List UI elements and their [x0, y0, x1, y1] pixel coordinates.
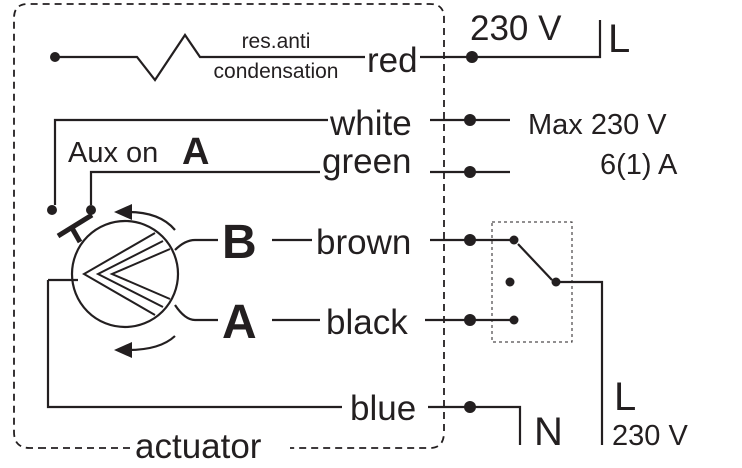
neutral-label: N	[534, 410, 563, 454]
bottom-voltage-label: 230 V	[612, 420, 688, 452]
motor-chevron-inner	[109, 248, 171, 300]
white-wire-line	[53, 118, 328, 205]
motor-to-b	[174, 238, 218, 251]
switch-contact-mid	[505, 277, 515, 287]
green-wire-label: green	[322, 142, 412, 181]
aux-switch-stem	[69, 226, 83, 244]
heater-label-line1: res.anti	[242, 30, 311, 53]
red-wire-label: red	[367, 41, 418, 80]
rotation-arrowhead-top	[114, 204, 132, 220]
direction-a-label: A	[222, 296, 257, 349]
rating-voltage-label: Max 230 V	[528, 109, 667, 141]
direction-b-label: B	[222, 216, 257, 269]
rating-current-label: 6(1) A	[600, 149, 678, 181]
switch-contact-a	[509, 315, 519, 325]
blue-wire-label: blue	[350, 389, 416, 428]
brown-wire-label: brown	[316, 223, 411, 262]
blue-wire-line	[46, 280, 342, 409]
neutral-line	[470, 405, 522, 445]
white-wire-label: white	[329, 104, 412, 143]
motor-to-a	[174, 304, 218, 322]
aux-switch-lever	[56, 212, 94, 239]
rotation-arrowhead-bottom	[114, 342, 132, 358]
aux-contact-left	[47, 205, 57, 215]
motor-chevron-outer	[82, 232, 156, 316]
bottom-phase-label: L	[614, 375, 636, 419]
switch-contact-b	[509, 235, 519, 245]
aux-contact-right	[86, 205, 96, 215]
supply-line-top	[472, 20, 602, 59]
aux-letter-label: A	[182, 131, 209, 173]
black-wire-label: black	[326, 303, 408, 342]
heater-wire	[55, 33, 365, 82]
actuator-housing	[13, 3, 445, 449]
rotation-arrow-top	[127, 210, 176, 231]
actuator-label: actuator	[135, 427, 262, 466]
heater-label-line2: condensation	[214, 60, 339, 83]
rotation-arrow-bottom	[127, 335, 176, 352]
top-voltage-label: 230 V	[470, 9, 562, 48]
top-phase-label: L	[608, 17, 630, 61]
green-wire-line	[89, 170, 320, 205]
motor-symbol	[70, 219, 180, 329]
switch-supply-line	[556, 280, 604, 445]
aux-prefix-label: Aux on	[68, 137, 158, 169]
motor-chevron-mid	[95, 240, 164, 308]
switch-blade	[517, 243, 553, 281]
